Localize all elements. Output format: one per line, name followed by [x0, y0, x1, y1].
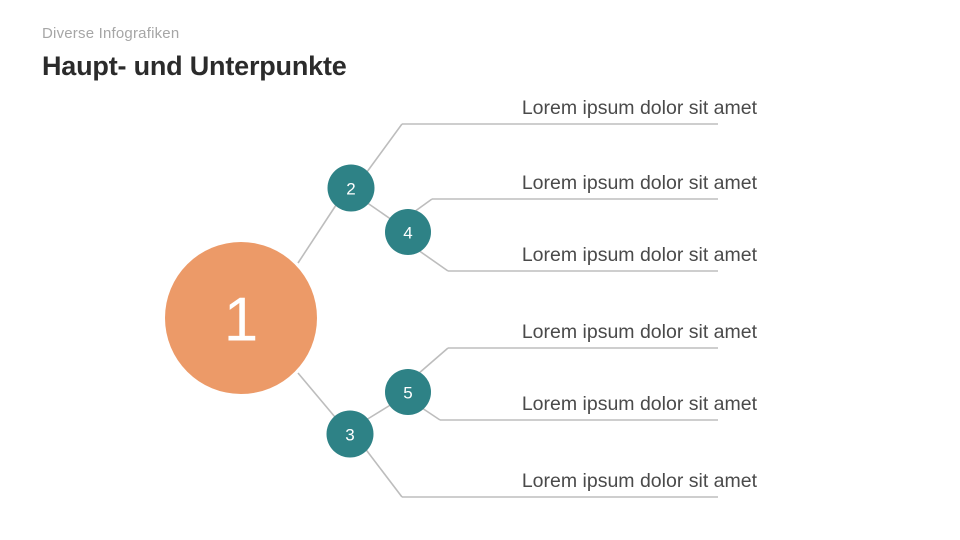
connector-4-to-item-2 — [413, 198, 433, 213]
page-title: Haupt- und Unterpunkte — [42, 51, 347, 81]
node-sub-3-label: 3 — [345, 426, 354, 445]
node-main[interactable]: 1 — [165, 242, 317, 394]
slide-eyebrow: Diverse Infografiken — [42, 25, 180, 42]
connector-main-to-2 — [297, 198, 341, 264]
connector-5-to-item-4 — [417, 347, 449, 375]
item-label-5: Lorem ipsum dolor sit amet — [522, 393, 758, 415]
node-sub-4[interactable]: 4 — [385, 209, 431, 255]
slide-header: Diverse Infografiken Haupt- und Unterpun… — [42, 24, 742, 83]
node-sub-2-circle[interactable] — [327, 164, 375, 212]
item-label-2: Lorem ipsum dolor sit amet — [522, 172, 758, 194]
connector-3-to-item-6 — [363, 446, 403, 498]
node-sub-4-label: 4 — [403, 224, 412, 243]
item-label-3: Lorem ipsum dolor sit amet — [522, 244, 758, 266]
connector-3-to-5 — [365, 403, 393, 421]
node-sub-2-label: 2 — [346, 180, 355, 199]
connector-main-to-3 — [297, 372, 341, 424]
connector-2-to-4 — [365, 201, 393, 221]
node-sub-5-circle[interactable] — [385, 369, 431, 415]
item-label-4: Lorem ipsum dolor sit amet — [522, 321, 758, 343]
node-sub-3[interactable]: 3 — [326, 410, 374, 458]
node-sub-3-circle[interactable] — [326, 410, 374, 458]
connector-2-to-item-1 — [363, 123, 403, 177]
node-sub-4-circle[interactable] — [385, 209, 431, 255]
node-sub-2[interactable]: 2 — [327, 164, 375, 212]
node-main-circle[interactable] — [165, 242, 317, 394]
connector-4-to-item-3 — [417, 249, 449, 272]
item-label-1: Lorem ipsum dolor sit amet — [522, 97, 758, 119]
connector-5-to-item-5 — [421, 407, 441, 421]
item-label-6: Lorem ipsum dolor sit amet — [522, 470, 758, 492]
node-sub-5-label: 5 — [403, 384, 412, 403]
node-main-label: 1 — [224, 286, 258, 355]
node-sub-5[interactable]: 5 — [385, 369, 431, 415]
